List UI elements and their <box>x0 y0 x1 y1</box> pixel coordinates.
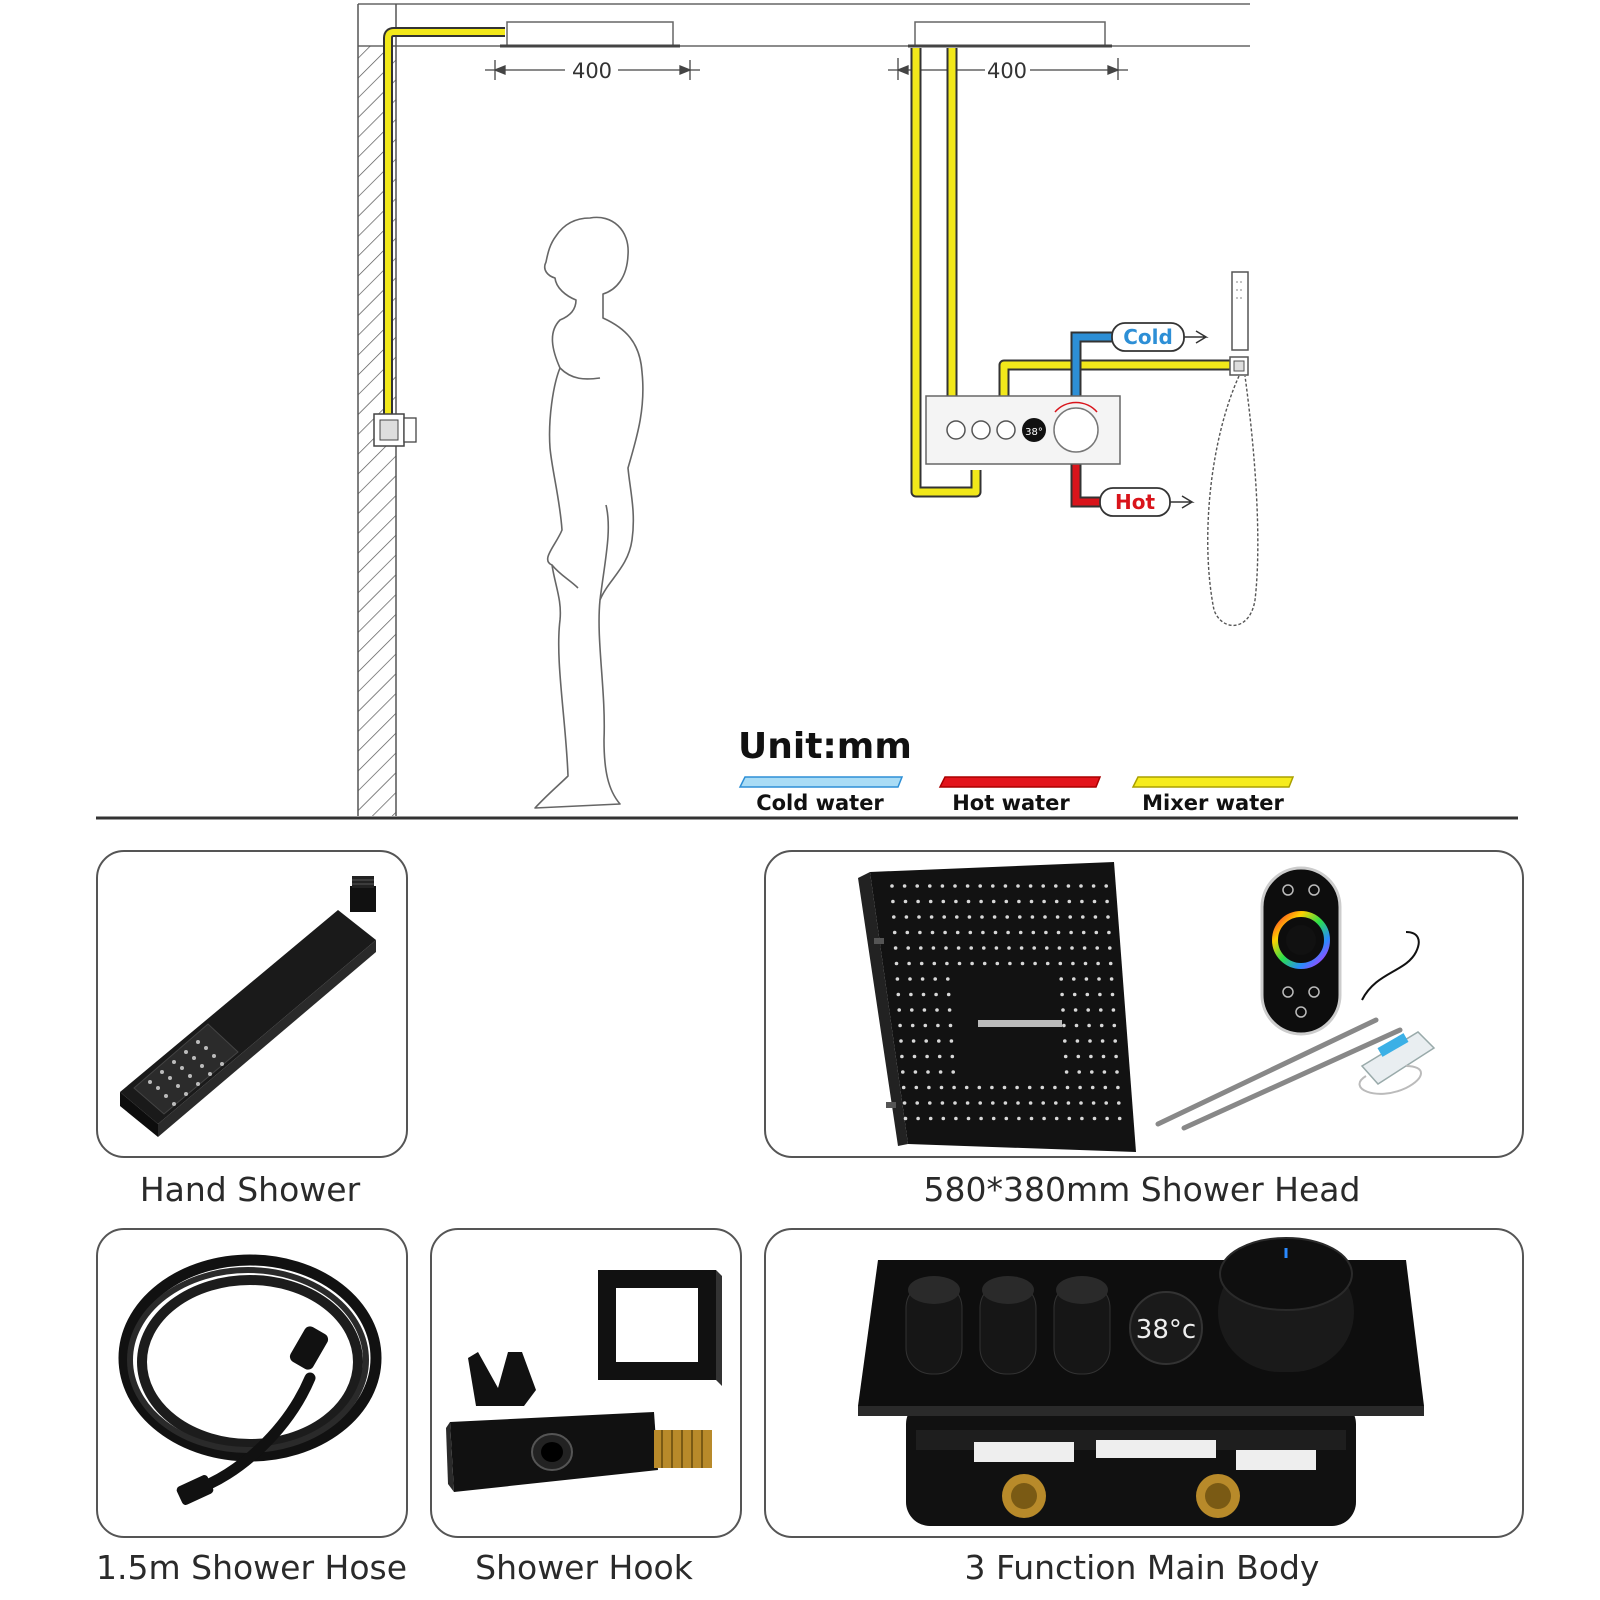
unit-label: Unit:mm <box>738 726 912 767</box>
cold-label-box <box>1111 322 1209 352</box>
ceiling-shower-head-right <box>914 21 1106 47</box>
legend: Cold water Hot water Mixer water <box>738 776 1295 815</box>
main-body-image: 38°c <box>858 1237 1424 1526</box>
main-body-caption: 3 Function Main Body <box>964 1548 1320 1587</box>
hot-label: Hot <box>1115 490 1155 514</box>
thermostatic-knob <box>1218 1237 1354 1372</box>
cold-pipe <box>1070 331 1112 400</box>
dimension-right-label: 400 <box>987 59 1027 83</box>
dimension-left <box>485 60 700 80</box>
function-buttons <box>905 1276 1111 1375</box>
legend-label-mixer: Mixer water <box>1142 791 1284 815</box>
mixer-pipes-right <box>910 48 1232 498</box>
mixer-display: 38° <box>1025 427 1043 438</box>
hot-label-box <box>1099 487 1195 517</box>
mixer-pipe-left <box>383 27 505 420</box>
led-transformer <box>1358 931 1436 1095</box>
cold-label: Cold <box>1123 325 1173 349</box>
brass-thread <box>654 1430 712 1468</box>
hand-shower-caption: Hand Shower <box>139 1170 361 1209</box>
legend-label-cold: Cold water <box>756 791 884 815</box>
wall-flange <box>598 1270 722 1386</box>
main-body-panel: 38°c <box>764 1228 1524 1538</box>
installation-diagram: 400 400 Cold <box>96 3 1518 820</box>
temperature-display-text: 38°c <box>1136 1315 1196 1345</box>
shower-head-image <box>858 862 1436 1152</box>
ceiling-line <box>358 3 1250 47</box>
connection-hoses <box>1155 1017 1403 1131</box>
shower-hose-caption: 1.5m Shower Hose <box>96 1548 408 1587</box>
shower-hook-caption: Shower Hook <box>475 1548 693 1587</box>
human-figure <box>534 216 644 809</box>
legend-label-hot: Hot water <box>952 791 1070 815</box>
dimension-right <box>888 58 1128 80</box>
shower-head-caption: 580*380mm Shower Head <box>923 1170 1361 1209</box>
shower-head-panel <box>764 850 1524 1158</box>
shower-head-nozzles <box>890 884 1122 1121</box>
hand-shower-image <box>120 876 376 1137</box>
legend-swatch-cold <box>738 776 904 788</box>
legend-swatch-hot <box>938 776 1102 788</box>
hook-holder <box>446 1352 658 1492</box>
ceiling-shower-head-left <box>506 21 674 47</box>
shower-hook-image <box>446 1270 722 1492</box>
dimension-left-label: 400 <box>572 59 612 83</box>
hot-pipe <box>1070 460 1100 508</box>
mixer-valve-panel <box>925 395 1121 465</box>
shower-hose-image <box>118 1254 382 1505</box>
legend-swatch-mixer <box>1131 776 1295 788</box>
hand-shower-diagram <box>1207 271 1259 626</box>
temperature-display <box>1129 1291 1203 1365</box>
shower-hook-panel <box>430 1228 742 1538</box>
wall-valve-left <box>373 413 417 447</box>
hand-shower-panel <box>96 850 408 1158</box>
shower-hose-panel <box>96 1228 408 1538</box>
valve-housing <box>906 1400 1356 1526</box>
remote-control <box>1260 866 1342 1036</box>
